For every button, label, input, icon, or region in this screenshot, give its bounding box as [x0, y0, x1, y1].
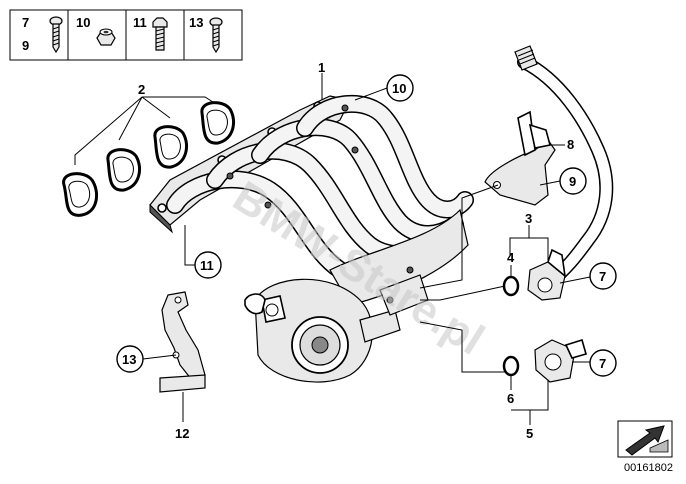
callout-4: 4: [507, 250, 515, 265]
callout-circle-9: [559, 167, 587, 195]
callout-3: 3: [525, 211, 532, 226]
callout-labels: 1 2 10 11 8 9 3 4 7 7 6 5 13 12: [116, 60, 617, 441]
legend-label-10: 10: [76, 15, 90, 30]
callout-9: 9: [569, 174, 576, 189]
bolt-icon: [152, 17, 168, 51]
intake-manifold: [149, 94, 474, 383]
gasket-set: [62, 101, 235, 217]
callout-2: 2: [138, 82, 145, 97]
callout-8: 8: [567, 137, 574, 152]
callout-circle-7b: [589, 349, 617, 377]
callout-6: 6: [507, 391, 514, 406]
legend-label-9: 9: [22, 38, 29, 53]
orientation-badge: [617, 420, 673, 458]
screw-icon: [49, 16, 63, 54]
callout-1: 1: [318, 60, 325, 75]
lower-bracket: [159, 291, 206, 393]
callout-5: 5: [526, 426, 533, 441]
screw-icon: [209, 17, 223, 54]
callout-7-upper: 7: [599, 269, 606, 284]
callout-12: 12: [175, 426, 189, 441]
legend-label-11: 11: [133, 15, 147, 30]
sensor-bracket: [484, 110, 556, 206]
callout-circle-11: [194, 251, 222, 279]
callout-11: 11: [200, 258, 214, 273]
callout-circle-13: [116, 345, 144, 373]
leader-lines: [74, 73, 591, 425]
legend-label-13: 13: [189, 15, 203, 30]
callout-circle-10: [386, 74, 414, 102]
fastener-legend: 7 9 10 11 13: [9, 9, 243, 61]
arrow-icon: [625, 425, 665, 456]
callout-circle-7a: [589, 262, 617, 290]
legend-label-7: 7: [22, 15, 29, 30]
image-number: 00161802: [624, 462, 673, 474]
pressure-sensor-lower: [502, 338, 587, 383]
vent-hose: [514, 45, 614, 287]
callout-7-lower: 7: [599, 356, 606, 371]
nut-icon: [96, 28, 116, 46]
callout-10: 10: [392, 81, 406, 96]
callout-13: 13: [122, 352, 136, 367]
